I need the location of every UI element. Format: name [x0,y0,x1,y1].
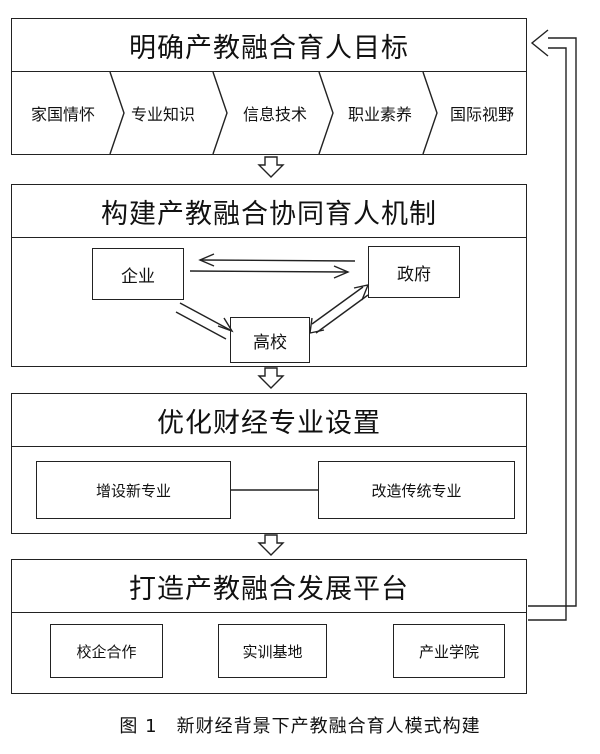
mechanism-title: 构建产教融合协同育人机制 [101,198,437,230]
major-label: 改造传统专业 [371,481,462,500]
node-label: 高校 [253,332,287,353]
goal-item-professionalism: 职业素养 [330,88,430,138]
platform-label: 校企合作 [76,642,137,661]
feedback-loop-arrow [528,37,577,607]
mechanism-title-box: 构建产教融合协同育人机制 [11,184,527,238]
platform-training-base: 实训基地 [218,624,327,678]
majors-title: 优化财经专业设置 [157,407,381,439]
figure-caption: 图 1 新财经背景下产教融合育人模式构建 [119,716,481,737]
feedback-loop-arrow [528,47,567,621]
majors-title-box: 优化财经专业设置 [11,393,527,447]
goal-item-patriotism: 家国情怀 [16,88,110,138]
major-label: 增设新专业 [95,481,171,500]
down-arrow-icon [257,156,285,178]
node-label: 政府 [397,264,431,285]
goals-title-box: 明确产教融合育人目标 [11,18,527,72]
goal-item-label: 职业素养 [347,105,412,124]
node-enterprise: 企业 [92,248,184,300]
platform-school-enterprise: 校企合作 [50,624,163,678]
major-transform: 改造传统专业 [318,461,515,519]
platform-label: 产业学院 [418,642,479,661]
goal-item-knowledge: 专业知识 [116,88,210,138]
goal-item-global-vision: 国际视野 [436,88,528,138]
node-university: 高校 [230,317,310,363]
down-arrow-icon [257,367,285,389]
feedback-arrowhead-icon [530,29,549,57]
goal-item-it: 信息技术 [225,88,325,138]
major-new: 增设新专业 [36,461,231,519]
goal-item-label: 专业知识 [130,105,195,124]
goal-item-label: 家国情怀 [30,105,95,124]
platform-industry-college: 产业学院 [393,624,505,678]
node-government: 政府 [368,246,460,298]
platform-title-box: 打造产教融合发展平台 [11,559,527,613]
node-label: 企业 [121,266,155,287]
goal-item-label: 信息技术 [242,105,307,124]
goals-items-box [11,71,527,155]
platform-title: 打造产教融合发展平台 [129,573,409,605]
goal-item-label: 国际视野 [449,105,514,124]
goals-title: 明确产教融合育人目标 [129,32,409,64]
platform-label: 实训基地 [242,642,303,661]
down-arrow-icon [257,534,285,556]
